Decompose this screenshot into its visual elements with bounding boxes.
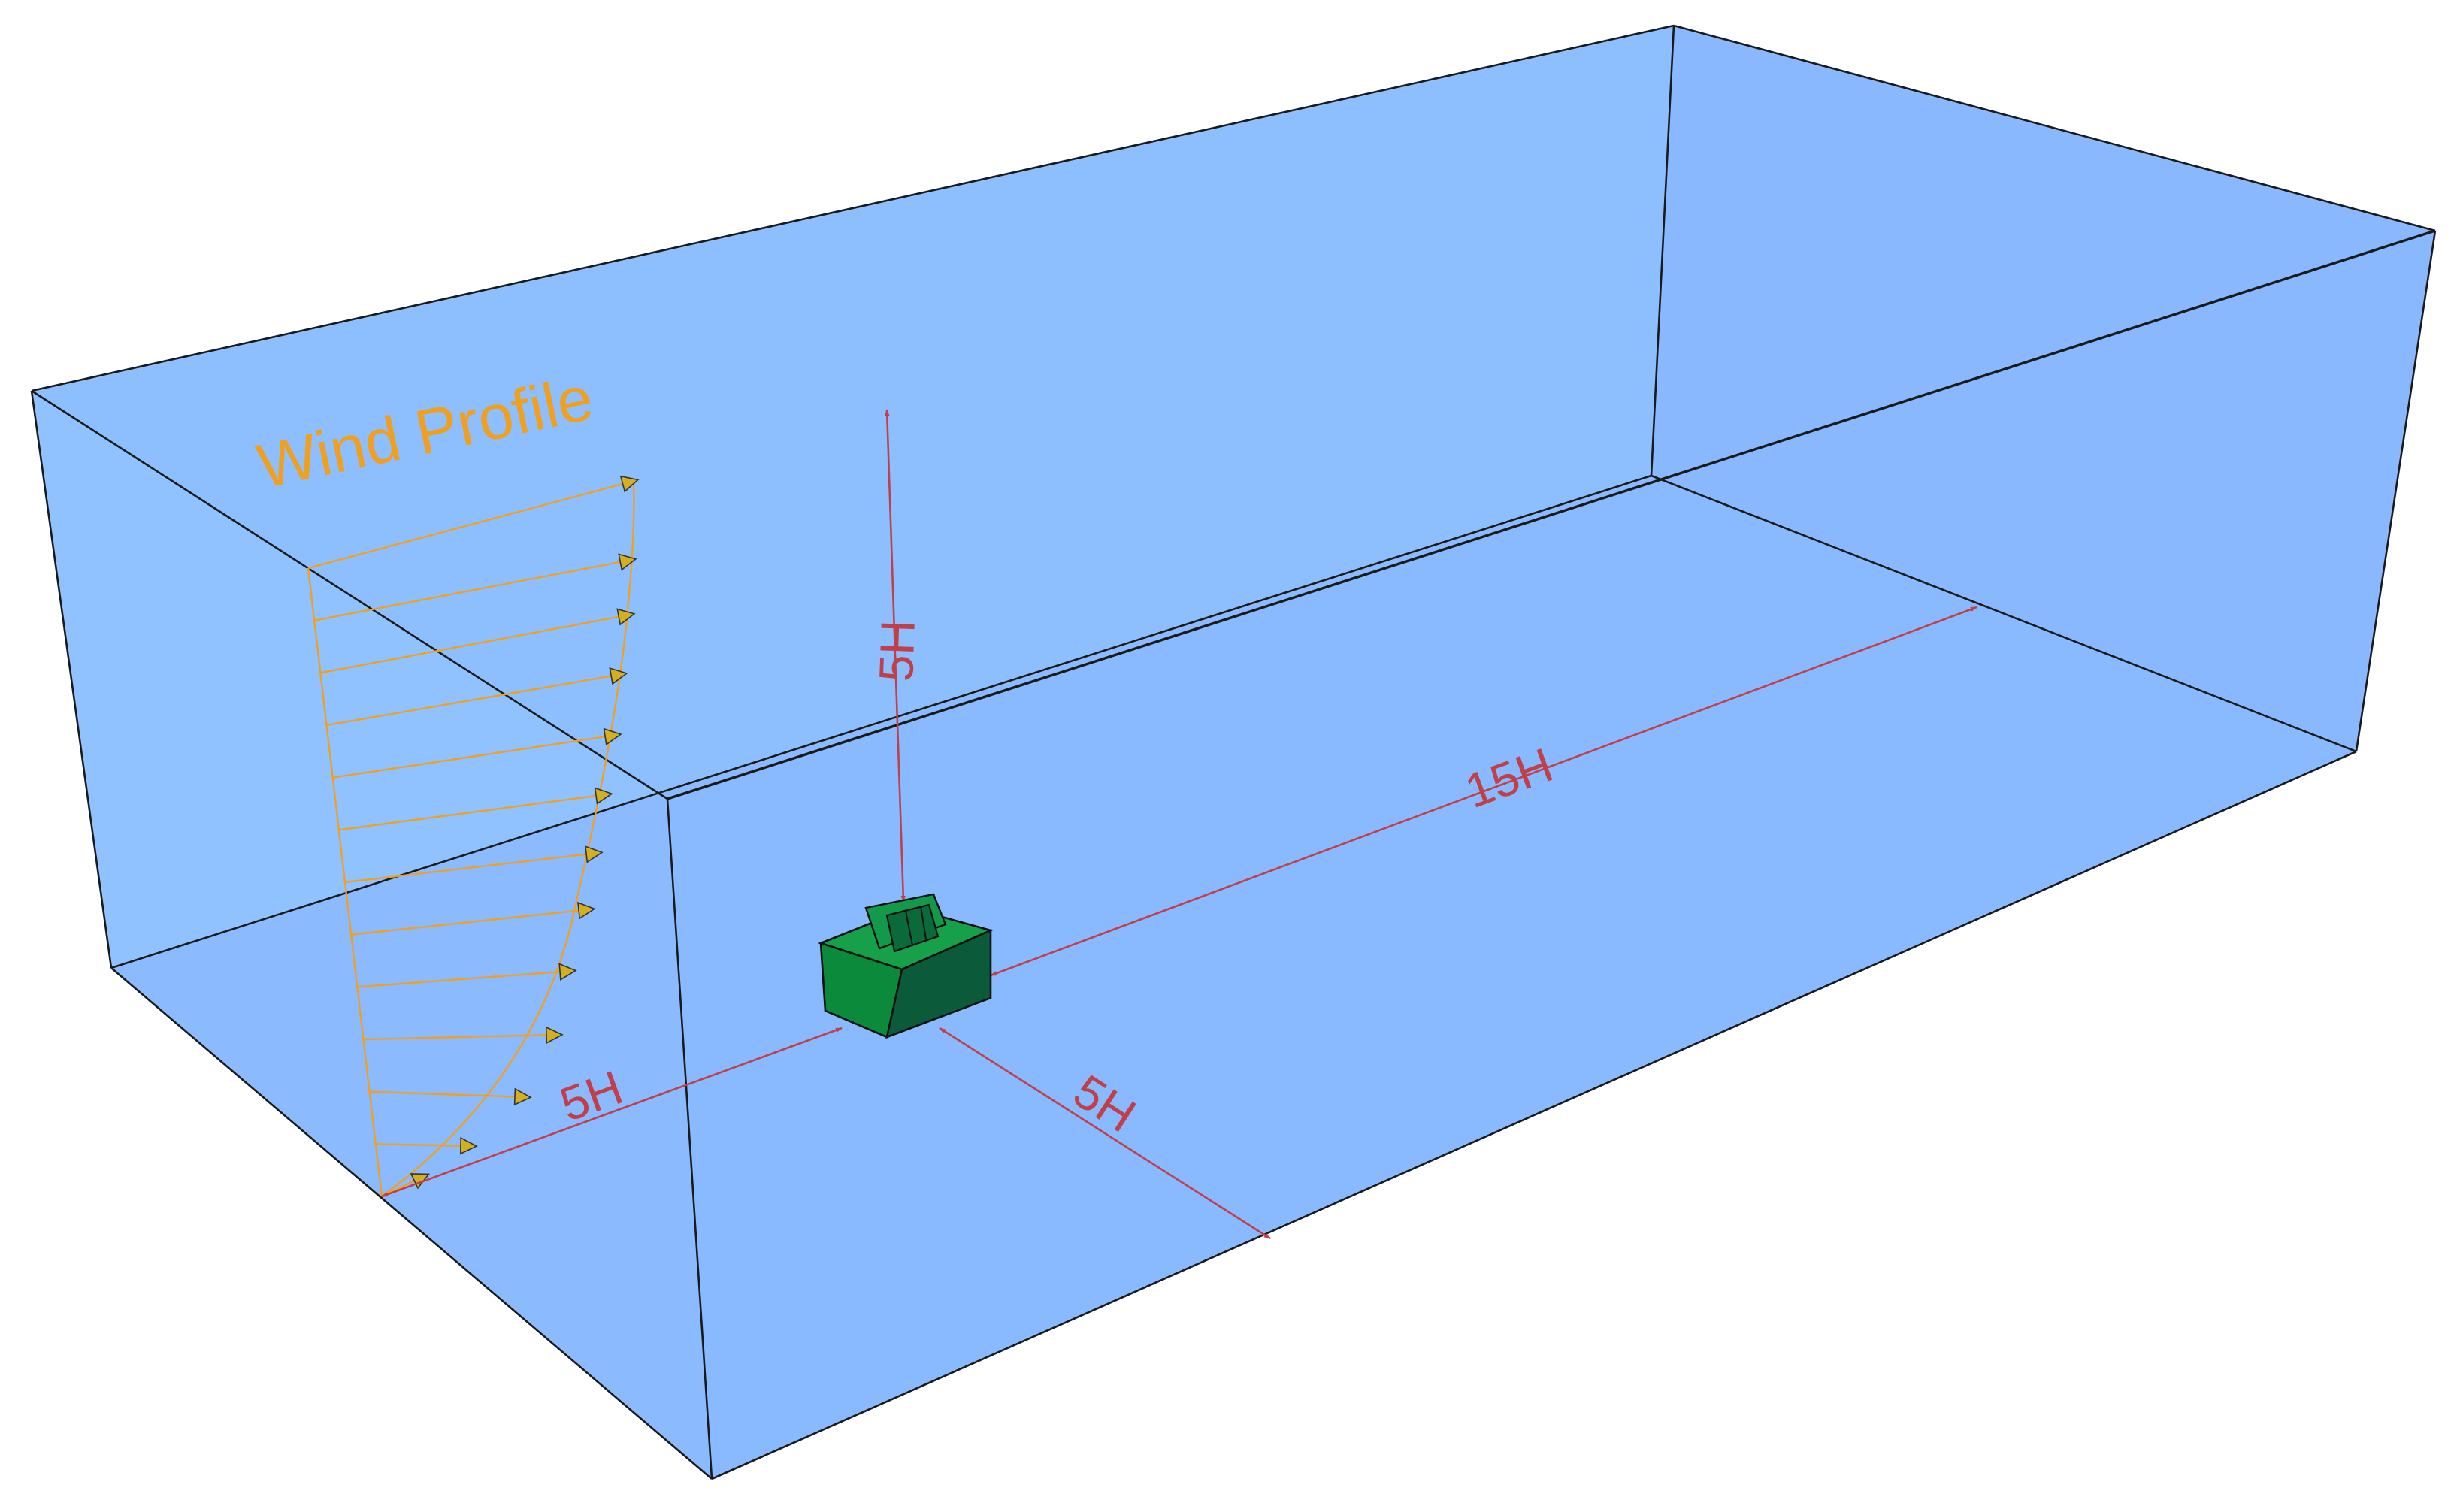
edge — [1673, 24, 2436, 232]
edge — [1650, 25, 1675, 476]
dimension-height: 5H — [869, 409, 925, 903]
wind-profile-arrow — [320, 613, 631, 674]
wind-profile-arrow — [344, 851, 598, 884]
wind-profile-arrowhead — [618, 553, 637, 571]
wind-profile-arrow — [351, 908, 591, 936]
wind-profile-arrow — [357, 969, 572, 988]
wind-profile-arrow — [326, 673, 623, 727]
edge — [2355, 230, 2437, 752]
edge — [711, 750, 2357, 1480]
edge — [110, 474, 1652, 969]
wind-profile-arrow — [332, 733, 617, 779]
edge — [31, 389, 668, 800]
edge — [1651, 474, 2357, 753]
wind-profile-arrowhead — [603, 727, 622, 746]
edge — [110, 967, 713, 1480]
building-rooftop-block — [885, 903, 940, 953]
edge — [667, 229, 2436, 800]
building-side — [885, 929, 992, 1039]
wind-profile-arrowhead — [609, 667, 628, 685]
wind-profile-arrowhead — [594, 787, 613, 805]
edge — [31, 24, 1675, 392]
building — [818, 893, 994, 1039]
wind-profile-arrowhead — [558, 963, 577, 981]
edge — [30, 390, 113, 969]
wind-profile-arrow — [313, 558, 632, 621]
dimension-height-label: 5H — [869, 619, 925, 682]
wind-profile-arrowhead — [584, 845, 604, 863]
wind-profile-arrow — [338, 793, 608, 831]
building-rooftop-fin — [905, 910, 913, 946]
wind-profile-arrowhead — [619, 475, 640, 493]
building-rooftop-fin — [920, 906, 927, 940]
dimension-downstream-line — [990, 606, 1977, 977]
dimension-upstream-line — [381, 1027, 843, 1198]
dimension-height-line — [885, 409, 906, 903]
wind-profile-arrow — [307, 479, 634, 570]
wind-profile-arrowhead — [616, 608, 636, 626]
domain-box — [30, 24, 2437, 1480]
dimension-lateral-line — [939, 1027, 1271, 1240]
wind-profile-arrowhead — [577, 901, 596, 920]
